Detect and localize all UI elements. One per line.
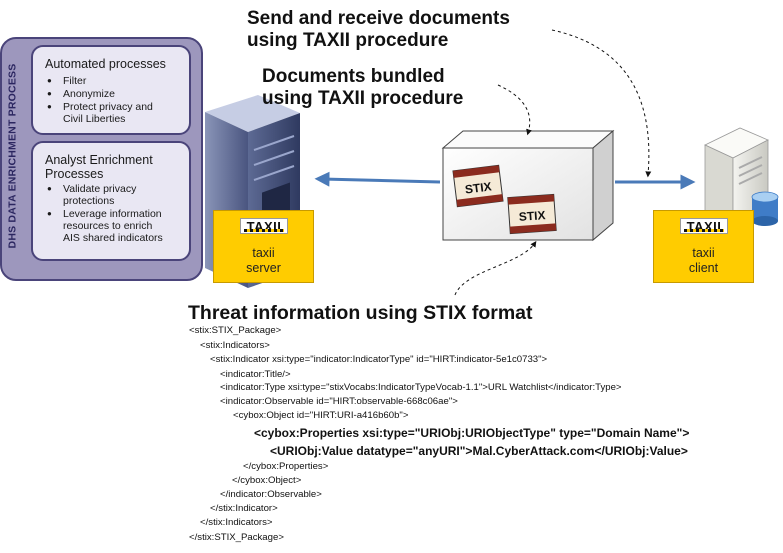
xml-line: </stix:STIX_Package> bbox=[189, 532, 284, 543]
xml-line: <indicator:Type xsi:type="stixVocabs:Ind… bbox=[220, 382, 622, 393]
xml-line: <URIObj:Value datatype="anyURI">Mal.Cybe… bbox=[270, 444, 688, 458]
taxii-client-computer-icon bbox=[704, 127, 779, 231]
xml-line: <stix:STIX_Package> bbox=[189, 325, 282, 336]
xml-line: <indicator:Title/> bbox=[220, 369, 291, 380]
arrow-to-server bbox=[314, 171, 441, 187]
taxii-logo-icon: TAXII bbox=[680, 218, 728, 234]
stix-document-icon: STIX bbox=[452, 164, 504, 208]
dashed-arrow-bundled bbox=[497, 84, 532, 136]
automated-processes-box: Automated processes Filter Anonymize Pro… bbox=[31, 45, 191, 135]
dashed-arrow-threat bbox=[454, 241, 537, 296]
dhs-process-vertical-label: DHS DATA ENRICHMENT PROCESS bbox=[6, 63, 19, 249]
list-item: Filter bbox=[47, 75, 153, 87]
xml-line: <stix:Indicators> bbox=[200, 340, 270, 351]
automated-processes-title: Automated processes bbox=[45, 57, 166, 71]
xml-line: </stix:Indicator> bbox=[210, 503, 278, 514]
xml-line: <cybox:Properties xsi:type="URIObj:URIOb… bbox=[254, 426, 690, 440]
automated-processes-list: Filter Anonymize Protect privacy andCivi… bbox=[47, 75, 153, 126]
svg-text:STIX: STIX bbox=[518, 208, 546, 224]
threat-info-heading: Threat information using STIX format bbox=[188, 302, 533, 324]
taxii-logo-icon: TAXII bbox=[240, 218, 288, 234]
stix-document-icon: STIX bbox=[507, 193, 557, 235]
xml-line: </cybox:Properties> bbox=[243, 461, 329, 472]
xml-line: <stix:Indicator xsi:type="indicator:Indi… bbox=[210, 354, 548, 365]
dashed-arrow-send-receive bbox=[551, 29, 652, 178]
xml-line: </cybox:Object> bbox=[232, 475, 302, 486]
xml-line: </indicator:Observable> bbox=[220, 489, 322, 500]
list-item: Anonymize bbox=[47, 88, 153, 100]
xml-line: <cybox:Object id="HIRT:URI-a416b60b"> bbox=[233, 410, 409, 421]
xml-line: <indicator:Observable id="HIRT:observabl… bbox=[220, 396, 458, 407]
xml-line: </stix:Indicators> bbox=[200, 517, 273, 528]
svg-text:STIX: STIX bbox=[464, 179, 492, 196]
